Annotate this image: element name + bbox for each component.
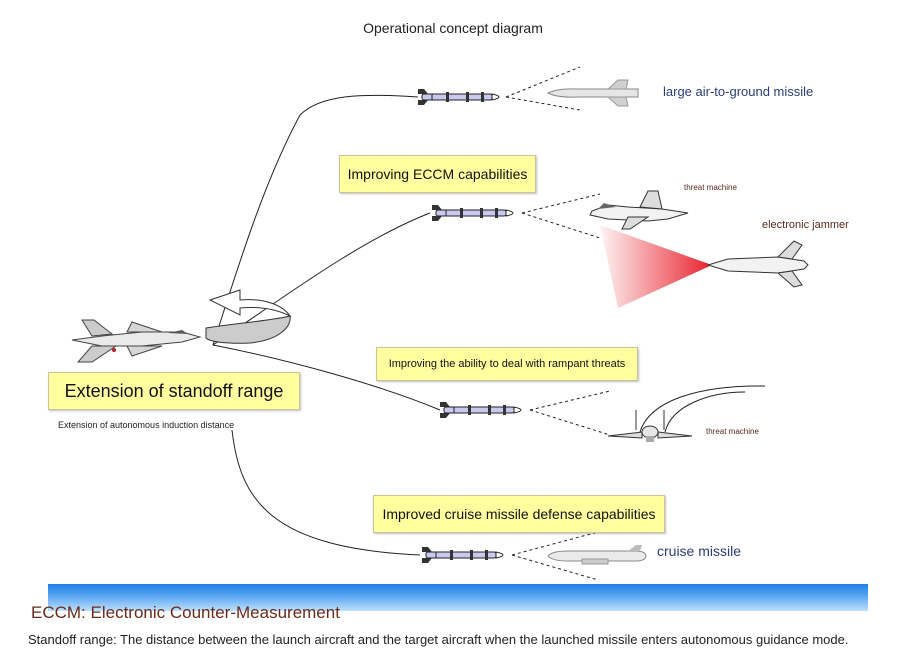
trajectory-rampant — [212, 344, 441, 411]
box-eccm: Improving ECCM capabilities — [339, 155, 536, 193]
box-standoff: Extension of standoff range — [48, 372, 300, 410]
label-autonomous-distance: Extension of autonomous induction distan… — [58, 420, 235, 430]
launch-aircraft-icon — [71, 319, 202, 363]
threat-aircraft-icon — [589, 190, 689, 230]
seeker-cone-3 — [529, 390, 611, 436]
cruise-missile-icon — [547, 545, 647, 565]
label-threat-machine-2: threat machine — [706, 427, 759, 436]
label-electronic-jammer: electronic jammer — [762, 219, 849, 231]
curved-arrow-icon — [205, 289, 292, 344]
threat-trails — [639, 385, 766, 433]
aam-missile-2 — [431, 204, 514, 222]
seeker-cone-1 — [505, 66, 581, 111]
diagram-title: Operational concept diagram — [363, 20, 543, 36]
aam-missile-4 — [421, 546, 504, 564]
trajectory-lines — [212, 94, 441, 556]
trajectory-cruise — [231, 429, 421, 556]
trajectory-top — [212, 94, 419, 346]
footer-eccm-definition: ECCM: Electronic Counter-Measurement — [31, 603, 340, 622]
box-rampant: Improving the ability to deal with rampa… — [376, 347, 638, 381]
large-air-to-ground-missile-icon — [546, 79, 639, 107]
seeker-cone-2 — [521, 193, 601, 239]
aam-missile-3 — [439, 401, 522, 419]
aam-missile-1 — [417, 88, 500, 106]
footer-standoff-definition: Standoff range: The distance between the… — [28, 632, 849, 647]
label-cruise-missile: cruise missile — [657, 543, 742, 559]
electronic-jammer-aircraft-icon — [706, 240, 809, 288]
jamming-beam — [600, 225, 712, 308]
seeker-cone-4 — [511, 531, 599, 581]
label-large-missile: large air-to-ground missile — [663, 84, 814, 99]
ground-band — [48, 584, 868, 611]
label-threat-machine-1: threat machine — [684, 183, 737, 192]
box-cruise-defense: Improved cruise missile defense capabili… — [373, 495, 665, 533]
threat-aircraft-front-icon — [607, 410, 693, 442]
